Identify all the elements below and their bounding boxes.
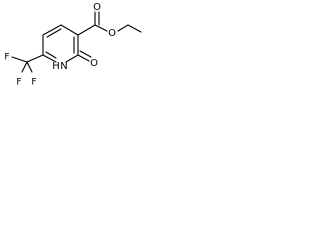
structure-canvas: H N O O O F F F [0, 0, 143, 92]
bond-cester-o-single [94, 24, 108, 32]
bond-c5-c4 [42, 24, 62, 36]
atom-fluorine-2: F [16, 78, 21, 88]
bond-c5-c4-inner [46, 28, 62, 38]
atom-ester-carbonyl-oxygen: O [93, 2, 101, 13]
lactam-carbonyl [77, 50, 92, 62]
bond-c6-cf3 [26, 54, 44, 63]
bond-c2-o-1 [77, 54, 90, 62]
ring-bonds [42, 24, 79, 63]
ester-group [77, 11, 142, 36]
bond-ch2-ch3 [127, 24, 142, 33]
chemical-structure-diagram: H N O O O F F F [4, 2, 142, 88]
bond-c3-cester [77, 24, 96, 36]
trifluoromethyl-group [11, 54, 44, 73]
bond-n1-c6-inner [45, 51, 57, 59]
bond-cf3-f1 [11, 56, 28, 63]
bond-c2-o-2 [79, 50, 92, 58]
atom-ring-nitrogen: N [60, 61, 67, 72]
bond-c2-n1 [65, 54, 79, 63]
bond-cf3-f3 [26, 61, 33, 73]
atom-ring-hydrogen: H [52, 61, 60, 72]
bond-n1-c6 [42, 54, 57, 63]
atom-fluorine-3: F [31, 78, 36, 88]
atom-fluorine-1: F [4, 53, 9, 63]
bond-c4-c3 [60, 24, 79, 36]
atom-carbonyl-oxygen: O [90, 58, 98, 69]
bond-o-ch2 [117, 24, 129, 32]
bond-cf3-f2 [21, 61, 28, 73]
atom-ester-oxygen: O [108, 28, 116, 39]
